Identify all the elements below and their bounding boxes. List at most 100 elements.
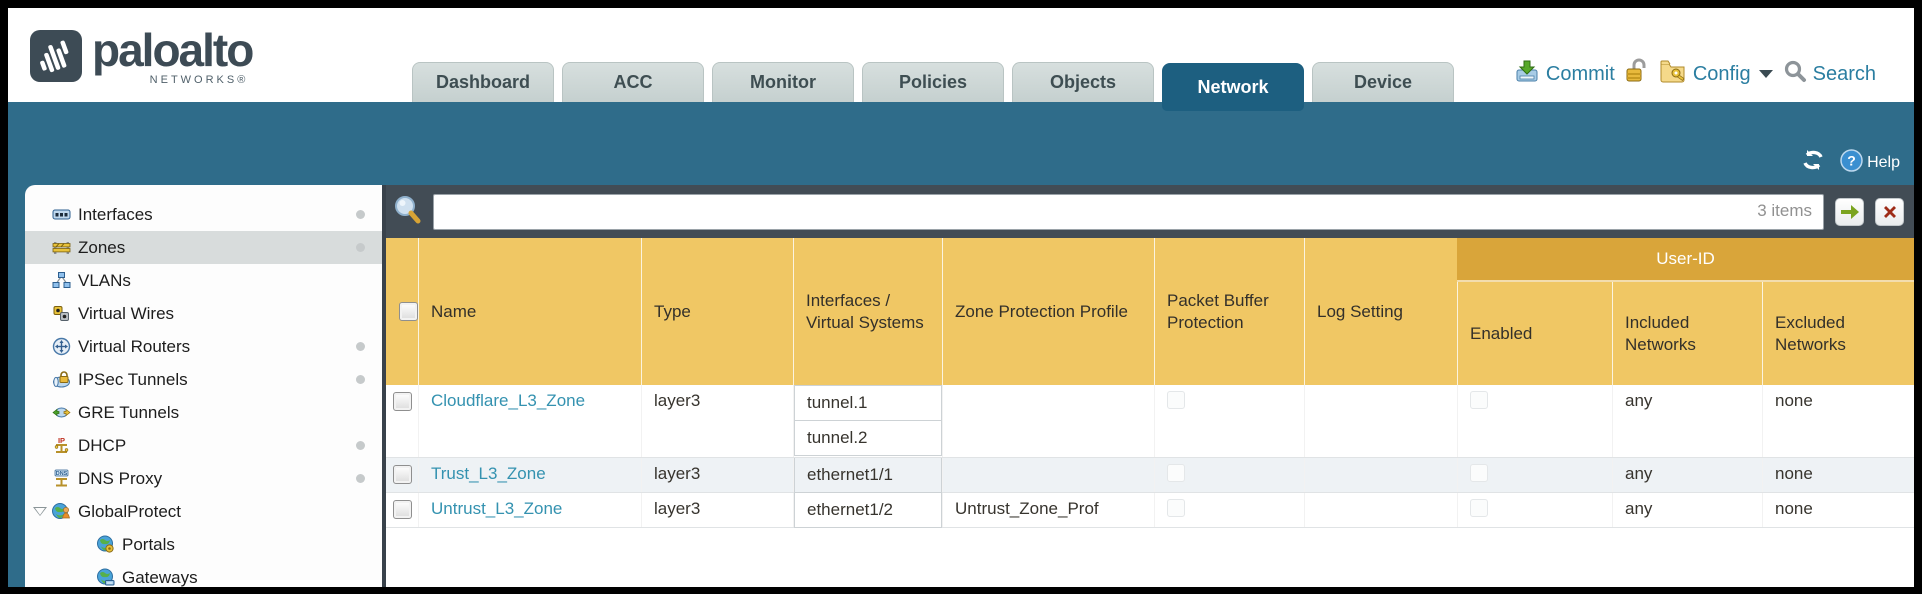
cell-log-setting [1304,458,1457,492]
header-cell-type[interactable]: Type [641,238,793,385]
sidebar-item-label: GRE Tunnels [78,402,180,422]
header-cell-excluded-networks[interactable]: Excluded Networks [1762,282,1914,385]
virtual-wires-icon [53,306,69,321]
sidebar-item-gre-tunnels[interactable]: GRE Tunnels [25,396,382,429]
content-area: Interfaces Zones [8,185,1914,587]
commit-button[interactable]: Commit [1514,58,1615,90]
zones-icon [52,242,71,254]
cell-name: Untrust_L3_Zone [418,493,641,527]
sidebar-item-interfaces[interactable]: Interfaces [25,198,382,231]
sidebar-splitter[interactable] [382,185,386,587]
expander-triangle-icon[interactable] [33,507,47,516]
header-cell-log-setting[interactable]: Log Setting [1304,238,1457,385]
green-arrow-icon [1840,204,1859,219]
tab-dashboard[interactable]: Dashboard [412,62,554,102]
sidebar-item-globalprotect[interactable]: GlobalProtect [25,495,382,528]
svg-text:?: ? [1847,152,1856,168]
header-cell-enabled[interactable]: Enabled [1457,282,1612,385]
select-all-checkbox[interactable] [398,302,418,321]
paloalto-logo-icon [30,30,82,82]
interface-entry: ethernet1/2 [794,493,942,528]
zones-table-header: Name Type Interfaces / Virtual Systems Z… [386,238,1914,385]
zone-name-link[interactable]: Cloudflare_L3_Zone [431,391,586,410]
config-dropdown[interactable]: Config [1659,59,1773,89]
network-sidebar: Interfaces Zones [25,185,382,587]
help-icon: ? [1840,148,1863,177]
cell-excluded-networks: none [1762,385,1914,457]
help-label: Help [1867,153,1900,171]
sidebar-item-label: IPSec Tunnels [78,369,188,389]
tab-acc[interactable]: ACC [562,62,704,102]
row-select-cell [386,385,418,457]
cell-type: layer3 [641,493,793,527]
sidebar-item-dhcp[interactable]: IP DHCP [25,429,382,462]
clear-filter-button[interactable] [1875,197,1904,226]
panos-web-ui: paloalto NETWORKS® Dashboard ACC Monitor… [8,8,1914,587]
tab-device[interactable]: Device [1312,62,1454,102]
cell-enabled [1457,493,1612,527]
sidebar-item-virtual-routers[interactable]: Virtual Routers [25,330,382,363]
apply-filter-button[interactable] [1835,197,1864,226]
search-button[interactable]: Search [1783,59,1876,89]
header-cell-included-networks[interactable]: Included Networks [1612,282,1762,385]
gre-tunnels-icon [52,407,71,418]
chevron-down-icon [1758,70,1773,78]
tab-network[interactable]: Network [1162,63,1304,111]
packet-buffer-checkbox [1167,499,1185,517]
header-cell-packet-buffer-protection[interactable]: Packet Buffer Protection [1154,238,1304,385]
search-icon [1783,59,1807,89]
cell-name: Cloudflare_L3_Zone [418,385,641,457]
tab-policies[interactable]: Policies [862,62,1004,102]
row-checkbox[interactable] [392,392,412,411]
row-select-cell [386,493,418,527]
sidebar-item-portals[interactable]: Portals [25,528,382,561]
paloalto-wordmark: paloalto NETWORKS® [92,22,254,86]
sidebar-item-gateways[interactable]: Gateways [25,561,382,587]
refresh-icon[interactable] [1800,148,1826,177]
cell-interfaces: ethernet1/1 [793,458,942,493]
cell-excluded-networks: none [1762,458,1914,492]
header-cell-zone-protection-profile[interactable]: Zone Protection Profile [942,238,1154,385]
cell-zone-protection-profile [942,385,1154,457]
commit-icon [1514,58,1540,90]
table-row: Trust_L3_Zone layer3 ethernet1/1 any non… [386,458,1914,493]
user-id-group-header: User-ID [1457,238,1914,282]
logo-subtext: NETWORKS® [149,74,249,86]
tab-objects[interactable]: Objects [1012,62,1154,102]
filter-bar: 3 items [386,185,1914,238]
vlans-icon [52,272,71,288]
search-label: Search [1812,62,1876,85]
help-button[interactable]: ? Help [1840,148,1900,177]
packet-buffer-checkbox [1167,391,1185,409]
zone-name-link[interactable]: Trust_L3_Zone [431,464,546,483]
row-checkbox[interactable] [392,500,412,519]
interface-entry: tunnel.1 [794,385,942,421]
sidebar-item-label: DNS Proxy [78,468,163,488]
tab-monitor[interactable]: Monitor [712,62,854,102]
lock-button[interactable] [1625,58,1649,90]
globalprotect-icon [52,503,70,519]
packet-buffer-checkbox [1167,464,1185,482]
header-cell-checkbox [386,238,418,385]
filter-input[interactable] [433,193,1824,230]
sidebar-item-label: Virtual Routers [78,336,191,356]
sidebar-item-virtual-wires[interactable]: Virtual Wires [25,297,382,330]
filter-magnifier-icon [392,193,422,230]
config-icon [1659,59,1687,89]
status-dot [356,474,365,483]
row-checkbox[interactable] [392,465,412,484]
header-cell-name[interactable]: Name [418,238,641,385]
sidebar-item-dns-proxy[interactable]: DNS DNS Proxy [25,462,382,495]
top-bar: paloalto NETWORKS® Dashboard ACC Monitor… [8,8,1914,111]
status-dot [356,210,365,219]
sidebar-item-vlans[interactable]: VLANs [25,264,382,297]
sidebar-item-zones[interactable]: Zones [25,231,382,264]
status-dot [356,375,365,384]
header-cell-interfaces[interactable]: Interfaces / Virtual Systems [793,238,942,385]
sidebar-item-ipsec-tunnels[interactable]: IPSec Tunnels [25,363,382,396]
enabled-checkbox [1470,464,1488,482]
portals-icon [97,535,114,553]
svg-text:IP: IP [58,436,65,445]
cell-type: layer3 [641,385,793,457]
zone-name-link[interactable]: Untrust_L3_Zone [431,499,563,518]
